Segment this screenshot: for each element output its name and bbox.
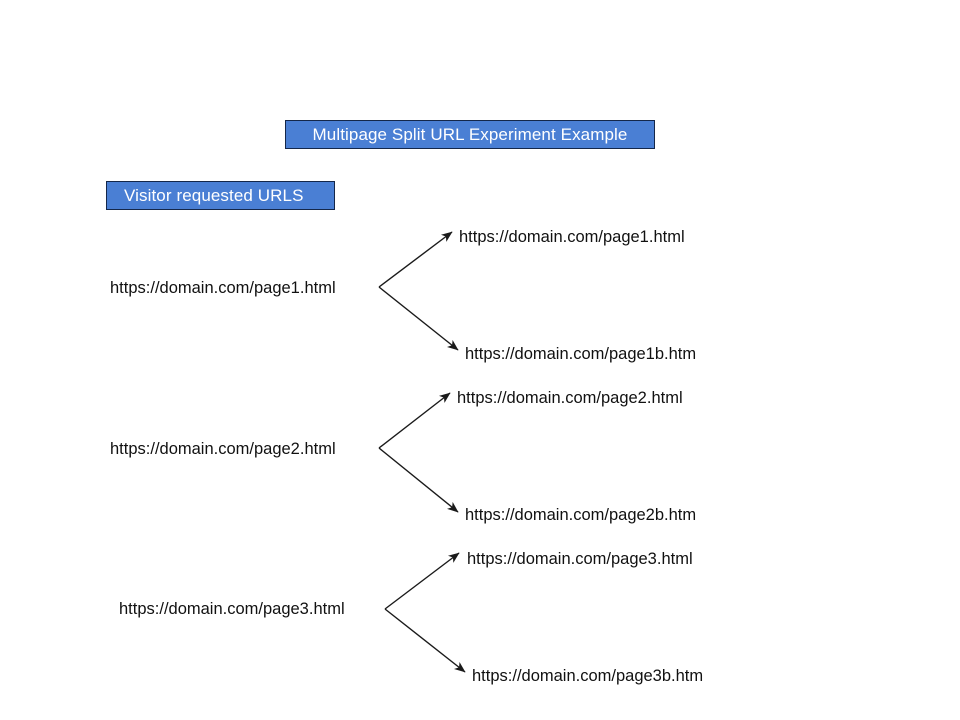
edge-3-bottom [384, 608, 466, 673]
target-url-3a: https://domain.com/page3.html [467, 550, 693, 568]
edge-1-top [378, 231, 453, 288]
edge-1-bottom [378, 286, 459, 351]
edge-2-top [378, 392, 451, 449]
edge-group-1 [378, 231, 459, 351]
source-url-3: https://domain.com/page3.html [119, 600, 345, 618]
target-url-1b: https://domain.com/page1b.htm [465, 345, 697, 363]
edge-group-3 [384, 552, 466, 673]
edge-3-top [384, 552, 460, 610]
legend-label: Visitor requested URLS [124, 185, 304, 205]
target-url-2b: https://domain.com/page2b.htm [465, 506, 697, 524]
edge-2-bottom [378, 447, 459, 513]
diagram-title-box: Multipage Split URL Experiment Example [285, 120, 655, 149]
target-url-1a: https://domain.com/page1.html [459, 228, 685, 246]
target-url-3b: https://domain.com/page3b.htm [472, 667, 704, 685]
target-url-2a: https://domain.com/page2.html [457, 389, 683, 407]
source-url-1: https://domain.com/page1.html [110, 279, 336, 297]
diagram-title-label: Multipage Split URL Experiment Example [312, 124, 628, 144]
source-url-2: https://domain.com/page2.html [110, 440, 336, 458]
edge-group-2 [378, 392, 459, 513]
legend-box: Visitor requested URLS [106, 181, 335, 210]
